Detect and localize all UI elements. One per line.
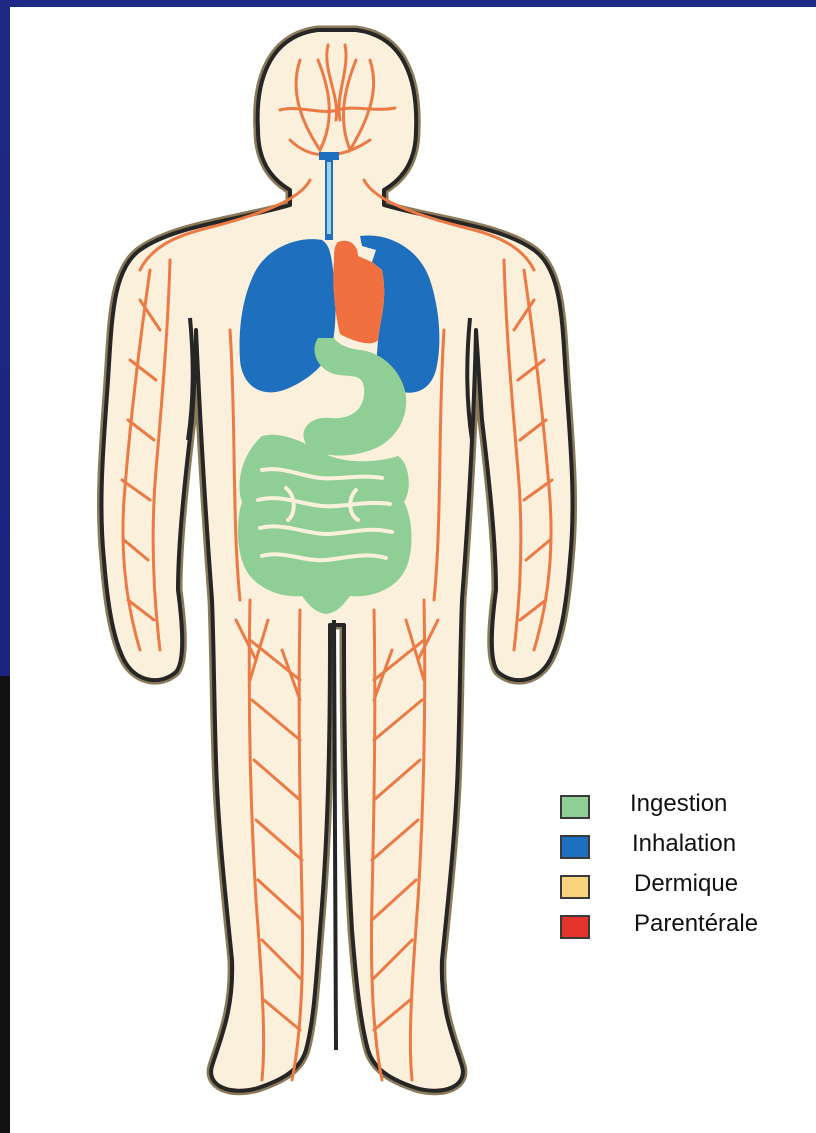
- trachea-inner: [327, 162, 331, 234]
- legend-item-parenterale: Parentérale: [560, 906, 810, 946]
- legend-label-inhalation: Inhalation: [632, 830, 736, 858]
- intestines: [238, 435, 412, 614]
- legend-item-dermique: Dermique: [560, 866, 810, 906]
- legend-swatch-parenterale: [560, 915, 590, 939]
- legend-swatch-inhalation: [560, 835, 590, 859]
- legend-label-parenterale: Parentérale: [634, 910, 758, 938]
- legend-swatch-dermique: [560, 875, 590, 899]
- legend-item-inhalation: Inhalation: [560, 826, 810, 866]
- legend-label-ingestion: Ingestion: [630, 790, 727, 818]
- legend-label-dermique: Dermique: [634, 870, 738, 898]
- legend-swatch-ingestion: [560, 795, 590, 819]
- legend-item-ingestion: Ingestion: [560, 786, 810, 826]
- leg-separation-line: [334, 620, 336, 1050]
